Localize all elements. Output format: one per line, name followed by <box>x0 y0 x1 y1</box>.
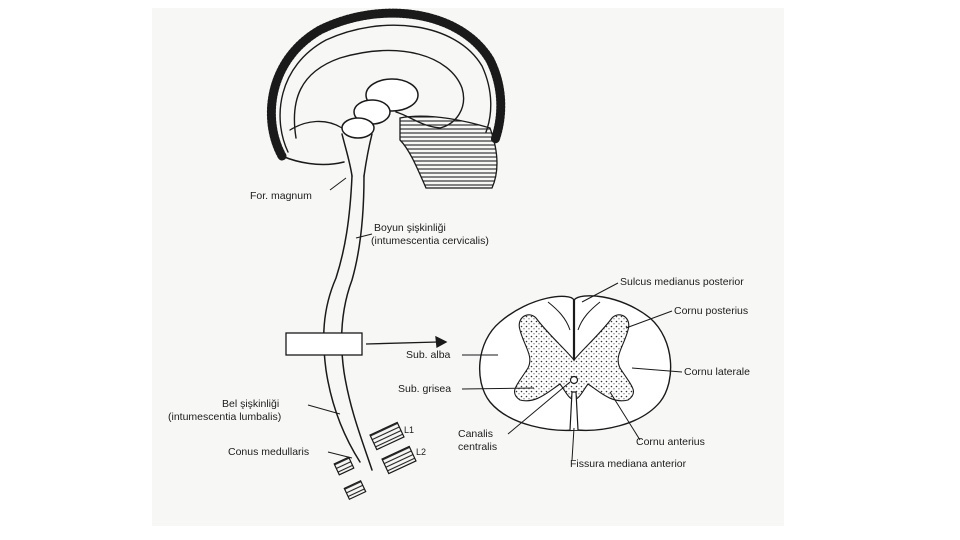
vertebra-l1 <box>370 422 404 449</box>
spinal-cord <box>324 176 372 470</box>
skull-section <box>271 13 500 188</box>
label-lumbar-enlargement: Bel şişkinliği <box>222 398 279 410</box>
label-sub-alba: Sub. alba <box>406 349 450 361</box>
label-sub-grisea: Sub. grisea <box>398 383 451 395</box>
label-lumbar-enlargement-latin: (intumescentia lumbalis) <box>168 411 281 423</box>
label-sulcus-medianus-posterior: Sulcus medianus posterior <box>620 276 744 288</box>
vertebra-small-2 <box>344 481 365 499</box>
leader-boyun <box>356 234 372 238</box>
label-cornu-posterius: Cornu posterius <box>674 305 748 317</box>
skull-base-front <box>282 156 344 164</box>
label-cornu-anterius: Cornu anterius <box>636 436 705 448</box>
section-arrow <box>366 337 446 347</box>
label-cervical-enlargement-latin: (intumescentia cervicalis) <box>371 235 489 247</box>
leader-for-magnum <box>330 178 346 190</box>
label-cervical-enlargement: Boyun şişkinliği <box>374 222 446 234</box>
vertebra-l2 <box>382 446 416 473</box>
label-centralis: centralis <box>458 441 497 453</box>
label-vertebra-l1: L1 <box>404 424 414 436</box>
label-fissura-mediana-anterior: Fissura mediana anterior <box>570 458 686 470</box>
anterior-fissure <box>570 392 578 430</box>
central-canal <box>571 377 578 384</box>
leader-fissura <box>572 428 574 460</box>
midbrain-lobe <box>342 118 374 138</box>
label-cornu-laterale: Cornu laterale <box>684 366 750 378</box>
label-conus-medullaris: Conus medullaris <box>228 446 309 458</box>
cord-right-edge <box>342 176 372 470</box>
label-foramen-magnum: For. magnum <box>250 190 312 202</box>
label-canalis: Canalis <box>458 428 493 440</box>
brainstem <box>342 134 372 176</box>
skull-base-front-2 <box>290 121 342 130</box>
occipital-hatched <box>400 116 497 188</box>
vertebra-small-1 <box>334 457 354 475</box>
label-vertebra-l2: L2 <box>416 446 426 458</box>
cord-cross-section <box>480 296 671 431</box>
section-marker-box <box>286 333 362 355</box>
leader-conus <box>328 452 352 458</box>
